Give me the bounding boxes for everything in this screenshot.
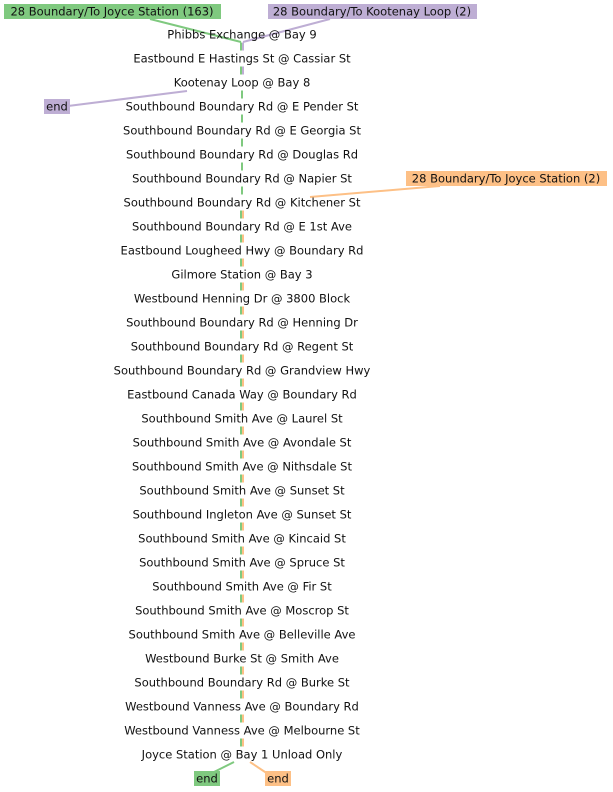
stop-label: Westbound Vanness Ave @ Melbourne St (124, 724, 360, 738)
stop-label: Gilmore Station @ Bay 3 (171, 268, 312, 282)
stop-label: Southbound Smith Ave @ Belleville Ave (129, 628, 356, 642)
stop-label: Southbound Ingleton Ave @ Sunset St (133, 508, 352, 522)
stop-label: Southbound Boundary Rd @ Napier St (132, 172, 352, 186)
stop-label: Southbound Smith Ave @ Moscrop St (135, 604, 349, 618)
stop-label: Westbound Vanness Ave @ Boundary Rd (125, 700, 359, 714)
route-tracks (240, 42, 244, 747)
stop-label: Southbound Boundary Rd @ Burke St (134, 676, 350, 690)
stop-label: Southbound Boundary Rd @ Regent St (131, 340, 354, 354)
stop-label: Southbound Boundary Rd @ Kitchener St (124, 196, 361, 210)
stop-label: Southbound Smith Ave @ Nithsdale St (132, 460, 352, 474)
stop-label: Southbound Boundary Rd @ E 1st Ave (132, 220, 352, 234)
stop-label: Eastbound Canada Way @ Boundary Rd (127, 388, 357, 402)
stop-label: Southbound Smith Ave @ Spruce St (139, 556, 345, 570)
stop-label: Southbound Smith Ave @ Sunset St (139, 484, 345, 498)
stop-label: Eastbound E Hastings St @ Cassiar St (133, 52, 351, 66)
stop-label: Westbound Burke St @ Smith Ave (145, 652, 339, 666)
stop-label: Kootenay Loop @ Bay 8 (174, 76, 311, 90)
purple-start-connector (242, 18, 331, 43)
stop-label: Southbound Boundary Rd @ Henning Dr (126, 316, 358, 330)
purple-end-label: end (46, 100, 68, 114)
stop-list: Phibbs Exchange @ Bay 9 Eastbound E Hasti… (114, 28, 371, 762)
purple-end-tag[interactable]: end (44, 99, 70, 114)
stop-label: Eastbound Lougheed Hwy @ Boundary Rd (121, 244, 364, 258)
green-end-tag[interactable]: end (194, 771, 220, 786)
green-end-label: end (196, 772, 218, 786)
stop-label: Joyce Station @ Bay 1 Unload Only (141, 748, 343, 762)
green-start-label: 28 Boundary/To Joyce Station (163) (10, 5, 213, 19)
stop-label: Southbound Smith Ave @ Avondale St (133, 436, 352, 450)
stop-label: Phibbs Exchange @ Bay 9 (167, 28, 316, 42)
stop-label: Southbound Boundary Rd @ Grandview Hwy (114, 364, 371, 378)
orange-end-tag[interactable]: end (265, 771, 291, 786)
stop-label: Southbound Boundary Rd @ Douglas Rd (126, 148, 358, 162)
stop-label: Southbound Smith Ave @ Fir St (152, 580, 332, 594)
stop-label: Southbound Smith Ave @ Laurel St (141, 412, 343, 426)
orange-start-tag[interactable]: 28 Boundary/To Joyce Station (2) (406, 171, 607, 186)
purple-start-label: 28 Boundary/To Kootenay Loop (2) (273, 5, 471, 19)
stop-label: Westbound Henning Dr @ 3800 Block (134, 292, 351, 306)
stop-label: Southbound Boundary Rd @ E Georgia St (123, 124, 361, 138)
purple-end-connector (67, 90, 188, 107)
orange-start-connector (309, 185, 441, 198)
green-start-tag[interactable]: 28 Boundary/To Joyce Station (163) (4, 4, 221, 19)
stop-label: Southbound Boundary Rd @ E Pender St (126, 100, 359, 114)
stop-label: Southbound Smith Ave @ Kincaid St (138, 532, 346, 546)
orange-end-label: end (267, 772, 289, 786)
purple-start-tag[interactable]: 28 Boundary/To Kootenay Loop (2) (268, 4, 477, 19)
orange-start-label: 28 Boundary/To Joyce Station (2) (412, 172, 600, 186)
green-start-connector (149, 18, 242, 43)
